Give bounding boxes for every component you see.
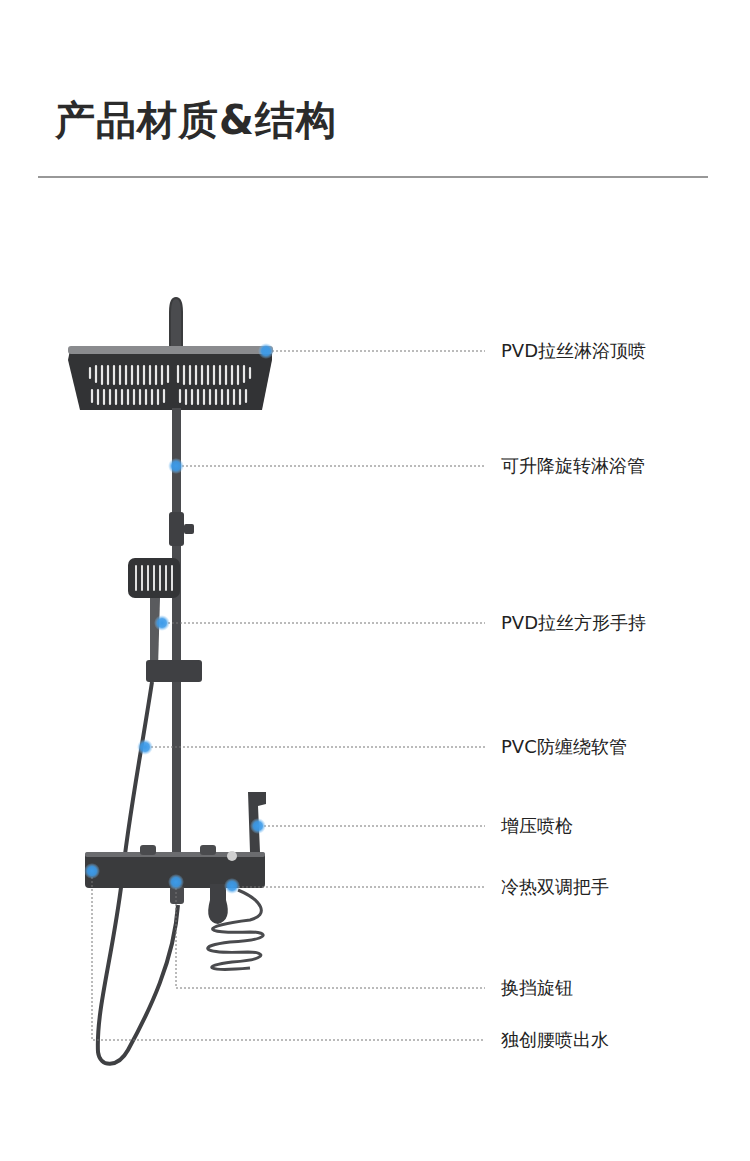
handheld-head — [128, 558, 180, 598]
page-title: 产品材质&结构 — [55, 95, 337, 145]
marker-dots — [84, 343, 274, 894]
callout-label: 独创腰喷出水 — [499, 1029, 611, 1051]
pole-slider — [169, 512, 184, 546]
callout-label: 冷热双调把手 — [499, 876, 611, 898]
shower-arm — [170, 298, 182, 348]
callout-label: PVD拉丝淋浴顶喷 — [499, 340, 648, 362]
callout-label: PVC防缠绕软管 — [499, 736, 629, 758]
callout-label: 增压喷枪 — [499, 815, 575, 837]
spray-holes — [90, 366, 250, 404]
shelf-top — [85, 852, 265, 857]
handheld-handle — [150, 598, 160, 668]
callout-label: PVD拉丝方形手持 — [499, 612, 648, 634]
callout-label: 换挡旋钮 — [499, 977, 575, 999]
top-shower-head — [68, 350, 272, 410]
shelf-button — [227, 851, 237, 861]
shelf-knob — [140, 845, 156, 855]
top-shower-rim — [68, 346, 273, 354]
coiled-hose — [208, 890, 263, 969]
spray-gun — [248, 792, 266, 852]
slider-knob — [184, 524, 194, 534]
shelf-knob — [200, 845, 216, 855]
mixer-lever — [208, 884, 228, 924]
callout-label: 可升降旋转淋浴管 — [499, 455, 647, 477]
title-rule — [38, 176, 708, 177]
handheld-holder — [146, 660, 202, 682]
leader-lines — [92, 351, 485, 1040]
handheld-holes — [136, 566, 172, 590]
shower-pole — [172, 408, 181, 860]
